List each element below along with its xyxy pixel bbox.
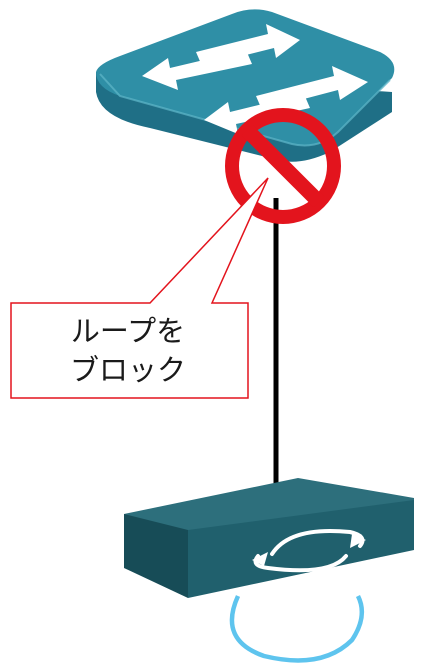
- no-entry-icon: [225, 108, 341, 224]
- loop-arrows-icon: [252, 528, 366, 573]
- callout: ループを ブロック: [10, 177, 269, 399]
- switch-arrows: [142, 24, 368, 134]
- network-switch-icon: [96, 9, 395, 162]
- callout-line-2: ブロック: [70, 353, 186, 387]
- loop-device-icon: [124, 478, 414, 598]
- loop-cable-icon: [229, 594, 365, 663]
- callout-border: [10, 177, 269, 399]
- callout-line-1: ループを: [71, 314, 185, 348]
